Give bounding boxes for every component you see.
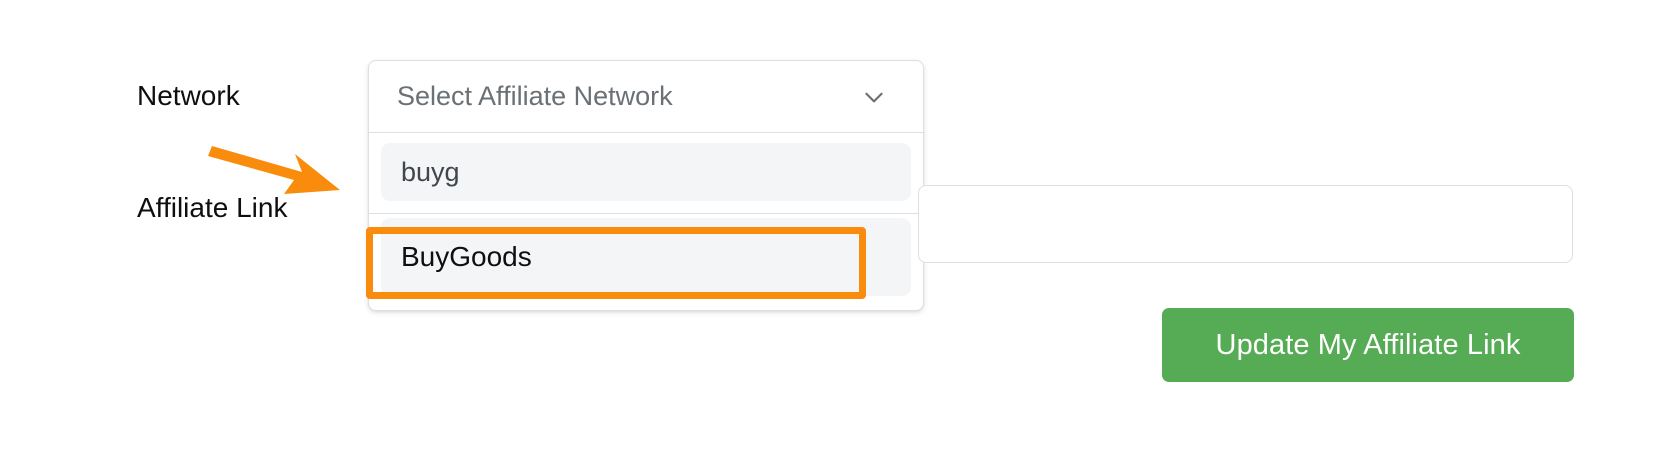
network-search-value: buyg xyxy=(401,156,460,187)
network-select-panel: Select Affiliate Network buyg BuyGoods xyxy=(368,60,924,311)
network-search-input[interactable]: buyg xyxy=(381,143,911,201)
network-option-buygoods[interactable]: BuyGoods xyxy=(381,218,911,296)
network-option-label: BuyGoods xyxy=(401,241,532,272)
affiliate-link-field-label: Affiliate Link xyxy=(137,192,288,223)
update-affiliate-link-button[interactable]: Update My Affiliate Link xyxy=(1162,308,1574,382)
network-select-wrapper: Select Affiliate Network buyg BuyGoods xyxy=(368,60,924,311)
network-select-option-list: BuyGoods xyxy=(369,214,923,310)
network-field-label: Network xyxy=(137,80,240,111)
network-select-trigger[interactable]: Select Affiliate Network xyxy=(369,61,923,133)
affiliate-link-input[interactable] xyxy=(918,185,1573,263)
network-select-search-row: buyg xyxy=(369,133,923,214)
network-select-placeholder: Select Affiliate Network xyxy=(397,81,673,111)
chevron-down-icon[interactable] xyxy=(861,84,887,110)
